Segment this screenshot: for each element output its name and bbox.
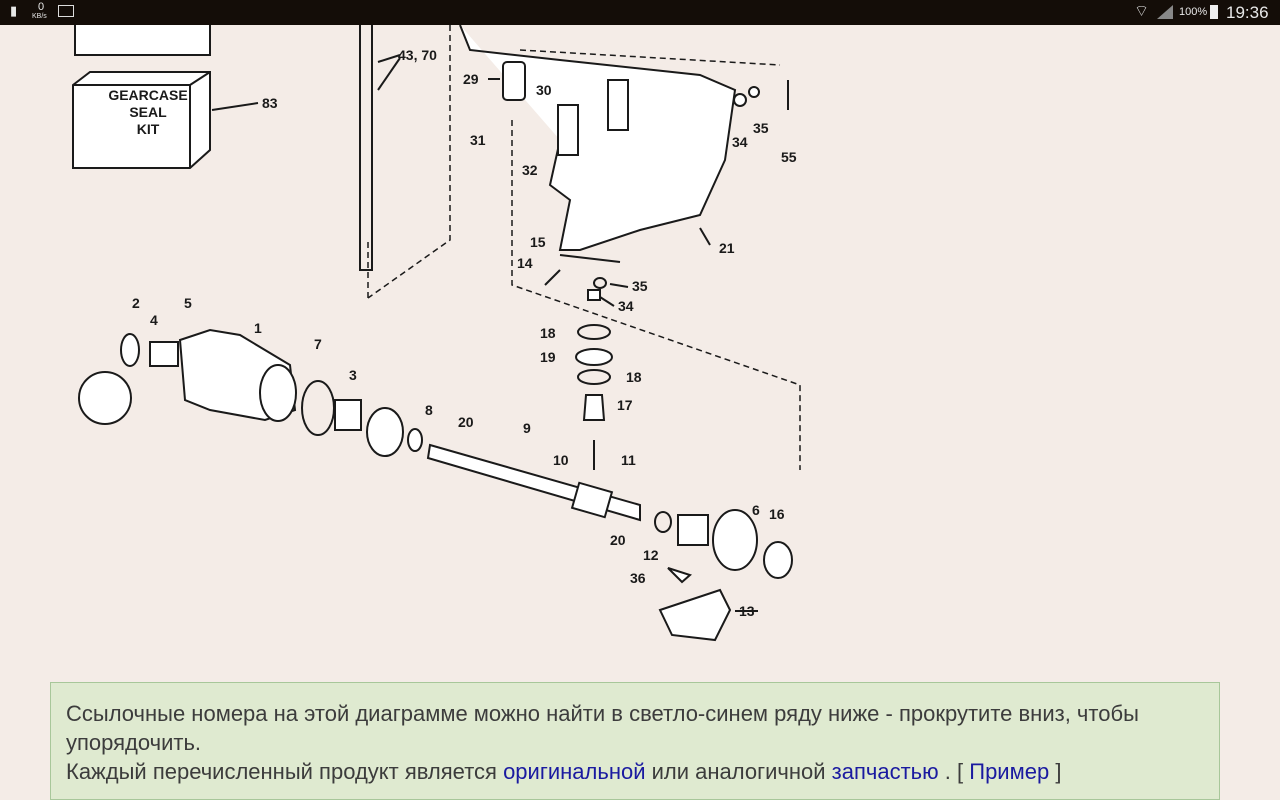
svg-text:GEARCASE: GEARCASE <box>108 87 187 103</box>
gearcase-parts-diagram: GEARCASE SEAL KIT 83 43, 70 29 30 31 32 … <box>72 25 801 642</box>
data-unit: KB/s <box>32 13 47 20</box>
callout: 17 <box>617 397 633 413</box>
callout: 8 <box>425 402 433 418</box>
callout: 7 <box>314 336 322 352</box>
callout: 19 <box>540 349 556 365</box>
callouts: 83 43, 70 29 30 31 32 34 35 55 21 15 14 … <box>132 47 797 619</box>
wifi-icon: ⌔ <box>1134 3 1150 20</box>
callout: 31 <box>470 132 486 148</box>
callout: 5 <box>184 295 192 311</box>
callout: 18 <box>540 325 556 341</box>
callout: 10 <box>553 452 569 468</box>
status-bar: ▮ 0 KB/s ⌔ 100% 19:36 <box>0 0 1280 25</box>
callout: 11 <box>621 452 636 468</box>
callout: 14 <box>517 255 533 271</box>
callout: 55 <box>781 149 797 165</box>
callout: 6 <box>752 502 760 518</box>
diagram-lines <box>72 25 801 642</box>
data-rate: 0 <box>38 1 45 13</box>
battery-percent: 100% <box>1179 6 1208 18</box>
info-box: Ссылочные номера на этой диаграмме можно… <box>50 682 1220 800</box>
info-text-1: Ссылочные номера на этой диаграмме можно… <box>66 701 1139 755</box>
callout: 21 <box>719 240 735 256</box>
callout: 16 <box>769 506 785 522</box>
callout: 30 <box>536 82 552 98</box>
part-link[interactable]: запчастью <box>831 759 939 784</box>
svg-text:KIT: KIT <box>137 121 160 137</box>
callout: 4 <box>150 312 158 328</box>
original-link[interactable]: оригинальной <box>503 759 646 784</box>
callout: 20 <box>610 532 626 548</box>
callout: 29 <box>463 71 479 87</box>
callout: 1 <box>254 320 262 336</box>
callout: 43, 70 <box>398 47 437 63</box>
callout: 13 <box>739 603 755 619</box>
clock: 19:36 <box>1226 3 1269 22</box>
callout: 9 <box>523 420 531 436</box>
example-link[interactable]: Пример <box>969 759 1050 784</box>
callout: 34 <box>732 134 748 150</box>
callout: 15 <box>530 234 546 250</box>
battery-icon <box>1210 5 1218 19</box>
callout: 83 <box>262 95 278 111</box>
svg-text:SEAL: SEAL <box>129 104 167 120</box>
callout: 36 <box>630 570 646 586</box>
sim-icon: ▮ <box>10 3 18 18</box>
callout: 35 <box>632 278 648 294</box>
callout: 2 <box>132 295 140 311</box>
kit-label: GEARCASE SEAL KIT <box>108 87 187 137</box>
info-text-3: или аналогичной <box>651 759 826 784</box>
callout: 18 <box>626 369 642 385</box>
info-text-2: Каждый перечисленный продукт является <box>66 759 497 784</box>
signal-icon <box>1157 5 1173 19</box>
callout: 35 <box>753 120 769 136</box>
callout: 20 <box>458 414 474 430</box>
screen-icon <box>58 5 74 17</box>
callout: 3 <box>349 367 357 383</box>
info-text-5: ] <box>1055 759 1062 784</box>
callout: 32 <box>522 162 538 178</box>
callout: 12 <box>643 547 659 563</box>
info-text-4: . [ <box>944 759 964 784</box>
callout: 34 <box>618 298 634 314</box>
